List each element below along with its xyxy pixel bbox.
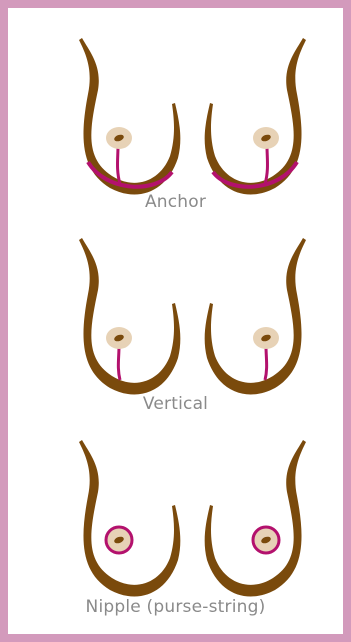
breast-outline-icon [205, 440, 306, 597]
breast-right [205, 38, 306, 195]
caption-vertical: Vertical [8, 394, 343, 414]
breast-right [205, 440, 306, 597]
breast-right [205, 238, 306, 395]
breast-left [79, 440, 180, 597]
incision-line-icon [118, 146, 121, 184]
breast-left [79, 38, 180, 195]
caption-anchor: Anchor [8, 192, 343, 212]
incision-line-icon [118, 346, 120, 380]
caption-purse-string: Nipple (purse-string) [8, 597, 343, 617]
breast-left [79, 238, 180, 395]
breast-outline-icon [205, 238, 306, 395]
incision-line-icon [265, 346, 267, 380]
incision-line-icon [265, 146, 268, 184]
breast-outline-icon [79, 440, 180, 597]
breast-outline-icon [79, 238, 180, 395]
